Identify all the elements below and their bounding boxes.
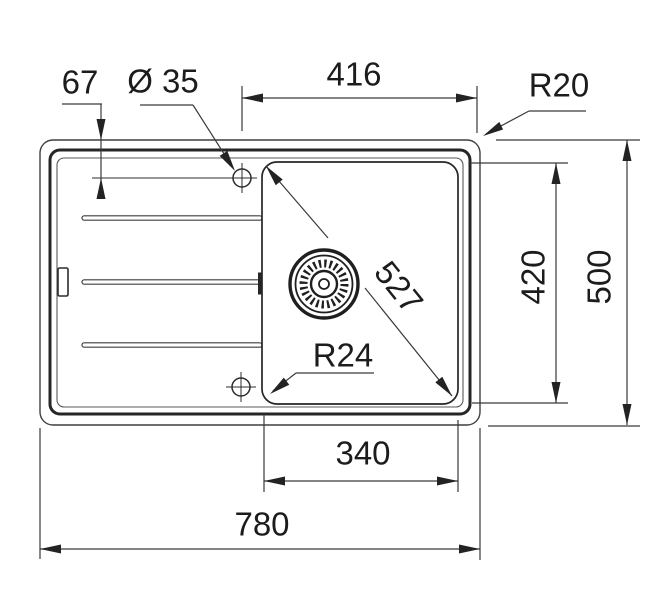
drain-channel-opening (258, 272, 264, 295)
dim-label-416: 416 (326, 56, 381, 93)
strainer-ring (294, 254, 354, 314)
sink-rim-edge (48, 148, 472, 416)
dim-label-r24: R24 (313, 337, 374, 374)
arrowhead (622, 140, 632, 161)
arrowhead (456, 93, 477, 103)
strainer-slots (299, 259, 349, 309)
sink-rim-inner-line (56, 157, 464, 408)
drain-strainer-icon (288, 248, 360, 320)
overflow-slot (57, 267, 69, 297)
arrowhead (551, 382, 561, 403)
strainer-outer-ring (288, 248, 360, 320)
arrowhead (435, 376, 452, 396)
dimension-r20: R20 (483, 67, 590, 136)
dimension-d35: Ø 35 (127, 63, 235, 171)
dimension-416: 416 (241, 56, 478, 133)
arrowhead (264, 476, 285, 486)
dim-label-r20: R20 (529, 67, 590, 104)
arrowhead (219, 150, 235, 171)
arrowhead (551, 163, 561, 184)
arrowhead (96, 119, 106, 140)
dim-label-500: 500 (581, 249, 618, 304)
dim-label-d35: Ø 35 (127, 63, 199, 100)
drainboard (57, 215, 264, 348)
arrowhead (459, 544, 480, 554)
arrowhead (622, 404, 632, 425)
drainboard-ridge (81, 342, 263, 348)
dim-label-340: 340 (335, 435, 390, 472)
dimension-780: 780 (39, 428, 481, 560)
arrowhead (40, 544, 61, 554)
arrowhead (266, 166, 283, 186)
arrowhead (437, 476, 458, 486)
sink-outline (39, 139, 481, 426)
dimension-67: 67 (62, 64, 106, 199)
arrowhead (270, 377, 290, 394)
arrowhead (242, 93, 263, 103)
dimension-340: 340 (263, 414, 459, 492)
dim-line (364, 287, 453, 397)
strainer-inner-ring (309, 269, 339, 299)
drainboard-ridge (81, 215, 263, 221)
drainboard-ridge (81, 279, 263, 285)
faucet-holes (92, 163, 257, 402)
arrowhead (96, 178, 106, 199)
dim-label-420: 420 (515, 249, 552, 304)
sink-outer-edge (39, 139, 481, 426)
dimension-500: 500 (488, 139, 640, 427)
dimension-420: 420 (470, 162, 568, 404)
dim-label-67: 67 (62, 64, 99, 101)
dimension-r24: R24 (270, 337, 374, 394)
dim-label-780: 780 (234, 506, 289, 543)
arrowhead (483, 121, 504, 136)
strainer-center-hole (318, 278, 330, 290)
